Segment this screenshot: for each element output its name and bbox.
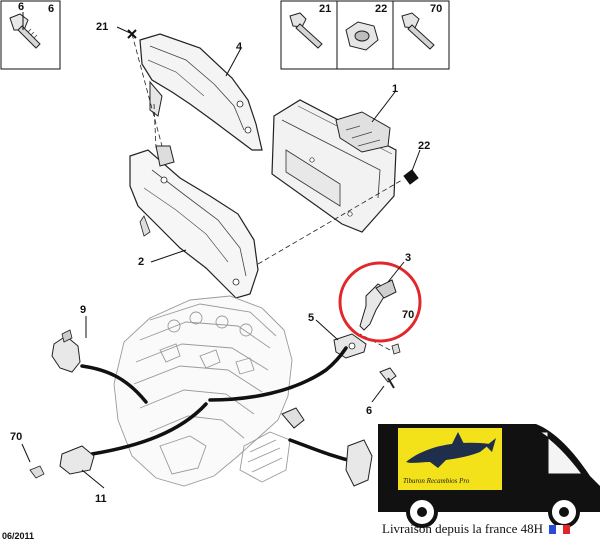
part-box-70: 70 — [392, 0, 450, 70]
callout-4: 4 — [236, 41, 243, 53]
shark-logo-icon — [406, 432, 496, 468]
sensor-part-3 — [359, 279, 397, 331]
mounting-bracket-part-2 — [129, 145, 259, 299]
bracket-cover-part-4 — [139, 33, 263, 151]
callout-1: 1 — [392, 83, 398, 95]
part-box-6: 6 — [0, 0, 61, 70]
screw-icon — [289, 12, 323, 49]
van-watermark: Tiburon Recambios Pro — [378, 424, 600, 528]
date-code: 06/2011 — [2, 531, 34, 541]
callout-70-part: 70 — [10, 431, 22, 443]
callout-21-box: 21 — [319, 3, 331, 15]
delivery-caption-text: Livraison depuis la france 48H — [382, 521, 544, 536]
delivery-caption: Livraison depuis la france 48H — [382, 521, 571, 538]
ecu-module-part-1 — [271, 99, 397, 233]
sensor-part-11 — [29, 445, 95, 479]
wiring-harness — [80, 346, 358, 464]
callout-6-part: 6 — [18, 1, 24, 13]
callout-2: 2 — [138, 256, 144, 268]
connector-block — [281, 407, 373, 487]
callout-70-box: 70 — [430, 3, 442, 15]
bolt-icon — [9, 13, 41, 49]
callout-9: 9 — [80, 304, 86, 316]
callout-21-part: 21 — [96, 21, 108, 33]
nut-icon — [345, 21, 379, 51]
van-window — [538, 431, 584, 475]
callout-6-box: 6 — [48, 3, 54, 15]
callout-22-box: 22 — [375, 3, 387, 15]
callout-22-part: 22 — [418, 140, 430, 152]
fastener-21 — [127, 29, 137, 39]
logo-text: Tiburon Recambios Pro — [403, 477, 470, 485]
bolt-6 — [379, 367, 397, 389]
flange-bolt-icon — [401, 12, 435, 50]
square-nut-22 — [403, 169, 419, 185]
callout-70-clipped: 70 — [402, 309, 414, 321]
callout-11: 11 — [95, 493, 107, 505]
callout-6-lower: 6 — [366, 405, 372, 417]
part-box-22: 22 — [336, 0, 394, 70]
leader-lines — [21, 12, 421, 489]
callout-5: 5 — [308, 312, 314, 324]
callout-3: 3 — [405, 252, 411, 264]
french-flag-icon — [549, 522, 571, 538]
part-box-21: 21 — [280, 0, 338, 70]
sensor-part-9 — [51, 329, 81, 373]
highlight-circle — [338, 261, 422, 343]
engine-block — [113, 295, 293, 487]
